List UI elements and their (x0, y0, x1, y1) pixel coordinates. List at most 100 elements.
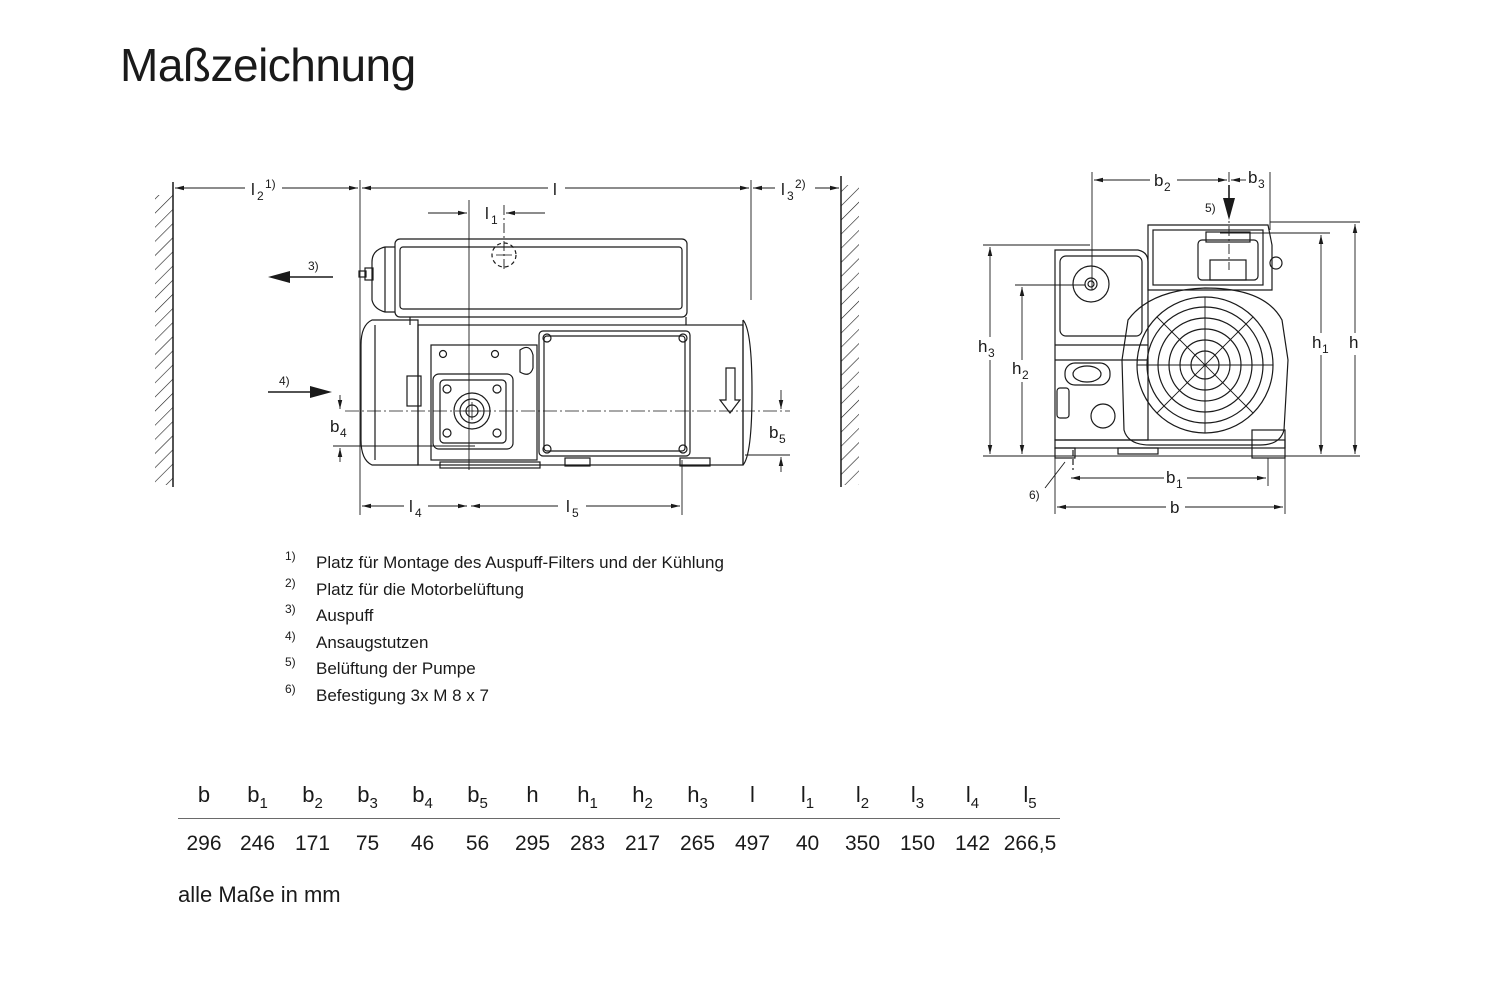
table-header-cell: b4 (412, 782, 433, 812)
table-header-row: b b1 b2 b3 b4 b5 h h1 h2 h3 l l1 l2 l3 l… (178, 780, 1060, 819)
svg-text:2: 2 (1164, 180, 1171, 194)
svg-text:l: l (553, 180, 557, 199)
table-header-cell: b5 (467, 782, 488, 812)
svg-text:5: 5 (779, 432, 786, 446)
svg-text:5: 5 (572, 506, 579, 520)
table-header-cell: h (526, 782, 539, 807)
svg-text:b: b (1166, 468, 1175, 487)
table-header-cell: l (750, 782, 755, 807)
table-header-cell: b3 (357, 782, 378, 812)
table-cell: 266,5 (1003, 832, 1057, 855)
pump-front-body (1054, 224, 1289, 470)
svg-text:l: l (566, 497, 570, 516)
dim-heights (983, 221, 1360, 457)
table-cell: 150 (899, 832, 936, 855)
table-cell: 142 (954, 832, 991, 855)
table-cell: 40 (795, 832, 820, 855)
footnote-text: Auspuff (316, 606, 374, 626)
footnote-mark: 4) (285, 628, 296, 643)
svg-text:1: 1 (1176, 477, 1183, 491)
svg-text:1: 1 (491, 213, 498, 227)
svg-text:2: 2 (1022, 368, 1029, 382)
table-header-cell: b (197, 782, 211, 807)
front-view (983, 172, 1360, 514)
svg-text:h: h (1012, 359, 1021, 378)
footnote-text: Platz für Montage des Auspuff-Filters un… (316, 553, 724, 572)
table-cell: 171 (294, 832, 331, 855)
footnote-mark: 6) (285, 681, 296, 696)
svg-text:3: 3 (1258, 177, 1265, 191)
exhaust-housing (358, 238, 688, 325)
dim-chain-bottom (362, 460, 683, 515)
svg-text:1): 1) (265, 177, 276, 191)
intake-arrow (268, 386, 332, 398)
table-cell: 350 (844, 832, 881, 855)
svg-text:h: h (978, 337, 987, 356)
svg-text:l: l (251, 180, 255, 199)
table-header-cell: h1 (577, 782, 598, 812)
footnote-mark: 3) (285, 602, 296, 617)
footnote-mark: 1) (285, 549, 296, 563)
table-cell: 296 (186, 832, 222, 855)
table-row: 296 246 171 75 46 56 295 283 217 265 497… (178, 819, 1060, 863)
svg-text:6): 6) (1029, 488, 1040, 502)
svg-text:b: b (1248, 168, 1257, 187)
table-header-cell: l5 (1023, 782, 1037, 812)
table-header-cell: h3 (687, 782, 708, 812)
dim-widths (1044, 458, 1286, 514)
table-header-cell: l3 (910, 782, 925, 812)
dimensions-table: b b1 b2 b3 b4 b5 h h1 h2 h3 l l1 l2 l3 l… (178, 780, 1060, 863)
dim-b2-b3 (1091, 172, 1271, 290)
svg-text:h: h (1312, 333, 1321, 352)
svg-text:3): 3) (308, 259, 319, 273)
svg-text:b: b (1170, 498, 1179, 517)
svg-text:1: 1 (1322, 342, 1329, 356)
table-cell: 265 (679, 832, 716, 855)
table-header-cell: h2 (632, 782, 653, 812)
svg-text:4: 4 (340, 426, 347, 440)
motor-body (360, 319, 753, 469)
table-header-cell: b2 (302, 782, 323, 812)
page-title: Maßzeichnung (120, 39, 416, 91)
left-wall (155, 182, 174, 487)
ventilation-arrow (1223, 185, 1235, 220)
svg-text:2): 2) (795, 177, 806, 191)
table-cell: 46 (410, 832, 435, 855)
svg-text:h: h (1349, 333, 1358, 352)
dim-chain-top (175, 180, 839, 515)
svg-text:b: b (1154, 171, 1163, 190)
svg-text:4): 4) (279, 374, 290, 388)
table-header-cell: l1 (800, 782, 815, 812)
units-note: alle Maße in mm (178, 882, 341, 907)
svg-text:3: 3 (787, 189, 794, 203)
table-cell: 283 (569, 832, 606, 855)
footnote-text: Platz für die Motorbelüftung (316, 579, 524, 599)
svg-text:3: 3 (988, 346, 995, 360)
svg-text:b: b (330, 417, 339, 436)
footnote-text: Befestigung 3x M 8 x 7 (316, 685, 489, 705)
table-header-cell: b1 (247, 782, 268, 812)
svg-text:l: l (409, 497, 413, 516)
footnote-text: Ansaugstutzen (316, 632, 429, 652)
side-view (155, 176, 859, 515)
svg-text:b: b (769, 423, 778, 442)
table-cell: 75 (355, 832, 380, 855)
dim-b4-b5 (333, 390, 790, 472)
table-cell: 246 (239, 832, 276, 855)
table-cell: 217 (624, 832, 661, 855)
footnote-text: Belüftung der Pumpe (316, 659, 476, 679)
svg-text:2: 2 (257, 189, 264, 203)
svg-text:l: l (485, 204, 489, 223)
svg-text:5): 5) (1205, 201, 1216, 215)
table-cell: 295 (514, 832, 551, 855)
table-header-cell: l4 (965, 782, 980, 812)
exhaust-arrow (268, 271, 333, 283)
right-wall (840, 176, 859, 487)
svg-text:4: 4 (415, 506, 422, 520)
svg-text:l: l (781, 180, 785, 199)
footnote-mark: 5) (285, 655, 296, 670)
table-header-cell: l2 (855, 782, 870, 812)
table-cell: 56 (465, 832, 490, 855)
